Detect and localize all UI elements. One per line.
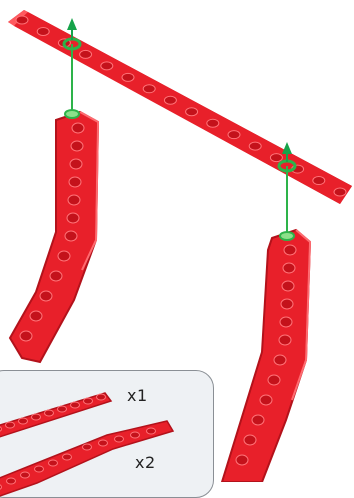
parts-callout: x1 x2 <box>0 370 214 498</box>
beam-hole <box>5 421 15 429</box>
beam-hole <box>66 212 80 224</box>
left-angled-beam <box>8 110 100 364</box>
quantity-label: x2 <box>135 453 156 472</box>
beam-hole <box>281 280 295 292</box>
beam-hole <box>267 374 281 386</box>
beam-hole <box>62 453 72 461</box>
quantity-label: x1 <box>127 386 148 405</box>
beam-hole <box>273 354 287 366</box>
beam-hole <box>69 158 83 170</box>
beam-hole <box>64 230 78 242</box>
beam-hole <box>44 409 54 417</box>
beam-hole <box>20 471 30 479</box>
beam-hole <box>278 334 292 346</box>
beam-hole <box>248 141 262 151</box>
beam-hole <box>19 330 33 342</box>
beam-hole <box>68 176 82 188</box>
parts-illustration <box>0 392 175 497</box>
beam-hole <box>121 72 135 82</box>
beam-hole <box>146 427 156 435</box>
beam-hole <box>57 250 71 262</box>
beam-hole <box>70 401 80 409</box>
beam-hole <box>130 431 140 439</box>
beam-hole <box>282 262 296 274</box>
beam-hole <box>18 417 28 425</box>
up-arrow-icon <box>282 142 292 154</box>
beam-hole <box>57 405 67 413</box>
beam-hole <box>243 434 257 446</box>
beam-hole <box>82 443 92 451</box>
beam-hole <box>79 49 93 59</box>
beam-hole <box>279 316 293 328</box>
beam-hole <box>235 454 249 466</box>
beam-hole <box>163 95 177 105</box>
beam-hole <box>98 439 108 447</box>
beam-hole <box>83 397 93 405</box>
beam-hole <box>36 26 50 36</box>
beam-hole <box>49 270 63 282</box>
beam-hole <box>100 61 114 71</box>
beam-hole <box>6 477 16 485</box>
beam-hole <box>142 84 156 94</box>
beam-holes <box>15 15 347 197</box>
beam-hole <box>96 393 106 401</box>
beam-hole <box>206 118 220 128</box>
right-connector-guide <box>277 142 297 241</box>
top-straight-beam <box>8 10 352 204</box>
beam-hole <box>39 290 53 302</box>
beam-hole <box>269 153 283 163</box>
beam-hole <box>48 459 58 467</box>
beam-hole <box>71 122 85 134</box>
beam-hole <box>34 465 44 473</box>
beam-hole <box>259 394 273 406</box>
beam-hole <box>333 187 347 197</box>
left-connector-guide <box>62 18 82 119</box>
beam-hole <box>29 310 43 322</box>
beam-hole <box>251 414 265 426</box>
beam-hole <box>31 413 41 421</box>
beam-hole <box>280 298 294 310</box>
right-beam-holes <box>235 244 297 466</box>
assembly-illustration <box>8 10 352 482</box>
up-arrow-icon <box>67 18 77 30</box>
beam-hole <box>114 435 124 443</box>
beam-hole <box>283 244 297 256</box>
beam-hole <box>70 140 84 152</box>
beam-hole <box>0 484 2 490</box>
beam-hole <box>185 107 199 117</box>
beam-hole <box>0 426 2 432</box>
beam-hole <box>15 15 29 25</box>
beam-hole <box>312 176 326 186</box>
callout-straight-beam <box>0 392 113 438</box>
beam-hole <box>227 130 241 140</box>
beam-hole <box>67 194 81 206</box>
left-beam-holes <box>19 122 85 342</box>
right-angled-beam <box>220 228 312 482</box>
